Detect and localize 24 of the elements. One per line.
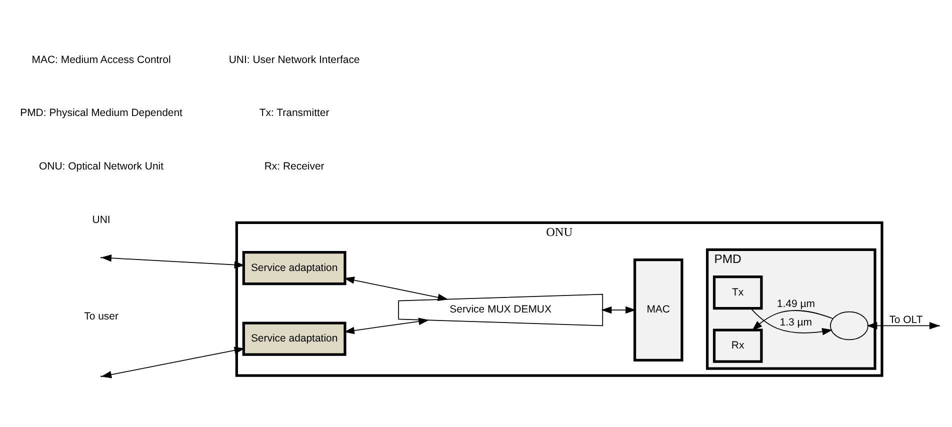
node-box: Service adaptation (242, 251, 346, 286)
label: UNI (92, 214, 110, 226)
edge-label: To OLT (889, 314, 923, 326)
arrow (601, 306, 636, 314)
arrow (344, 276, 448, 301)
node-box: Rx (712, 328, 763, 363)
label: To user (84, 312, 118, 323)
node-box: MAC (633, 258, 684, 362)
edge-label: 1.3 µm (780, 317, 812, 328)
arrow (100, 254, 245, 269)
label: Rx: Receiver (264, 161, 324, 172)
label: UNI: User Network Interface (228, 54, 360, 66)
arrow (750, 308, 833, 336)
arrow (344, 318, 430, 334)
label: Tx: Transmitter (259, 108, 330, 120)
node-box: Tx (712, 276, 763, 310)
node-box: Service adaptation (242, 322, 346, 356)
label: PMD: Physical Medium Dependent (20, 108, 182, 120)
arrow (101, 346, 245, 378)
node-circle (830, 311, 868, 340)
label: ONU: Optical Network Unit (39, 161, 164, 172)
label: MAC: Medium Access Control (32, 54, 171, 66)
arrow (752, 310, 834, 331)
edge-label: 1.49 µm (776, 299, 815, 310)
